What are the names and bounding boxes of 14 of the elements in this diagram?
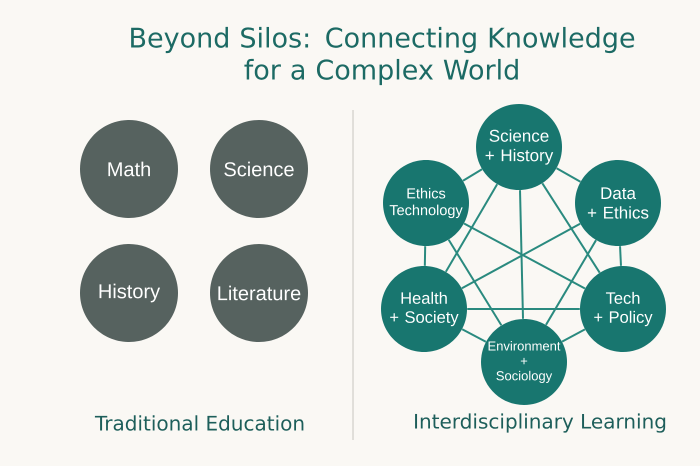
connector-line [556,167,581,183]
connector-line [545,240,597,326]
connector-line [519,190,524,319]
connector-line [562,328,586,342]
connector-line [462,168,483,182]
group-label: Traditional Education [94,415,304,431]
connector-line [542,182,601,274]
connector-line [445,184,498,272]
title: Beyond Silos: Connecting Knowledge for a Complex World [131,26,634,86]
connector-line [462,328,486,343]
connector-line [467,308,580,310]
connector-line [424,246,426,266]
connector-line [448,239,502,326]
connector-line [619,246,622,266]
